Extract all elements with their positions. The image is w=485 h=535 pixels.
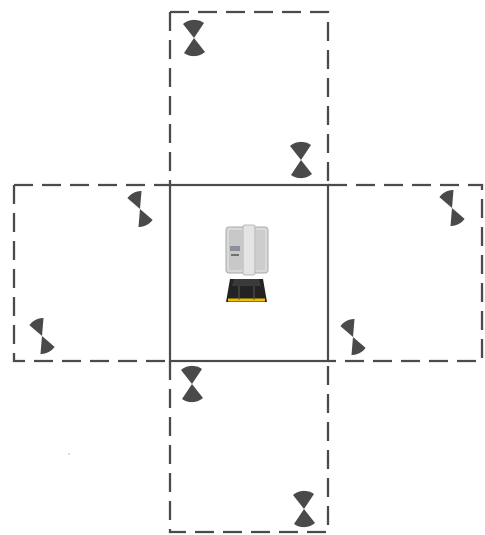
speck-mark (68, 453, 70, 455)
checkerboard-target-icon (181, 366, 203, 402)
left-region-outline (14, 185, 170, 361)
laser-scanner-icon (226, 225, 268, 302)
checkerboard-target-icon (290, 142, 312, 178)
top-region-outline (170, 12, 328, 184)
checkerboard-target-icon (183, 20, 205, 56)
checkerboard-target-icon (293, 491, 315, 527)
checkerboard-target-icon (337, 317, 370, 357)
checkerboard-target-icon (436, 188, 469, 228)
checkerboard-target-icon (124, 189, 157, 229)
checkerboard-target-icon (26, 316, 59, 356)
